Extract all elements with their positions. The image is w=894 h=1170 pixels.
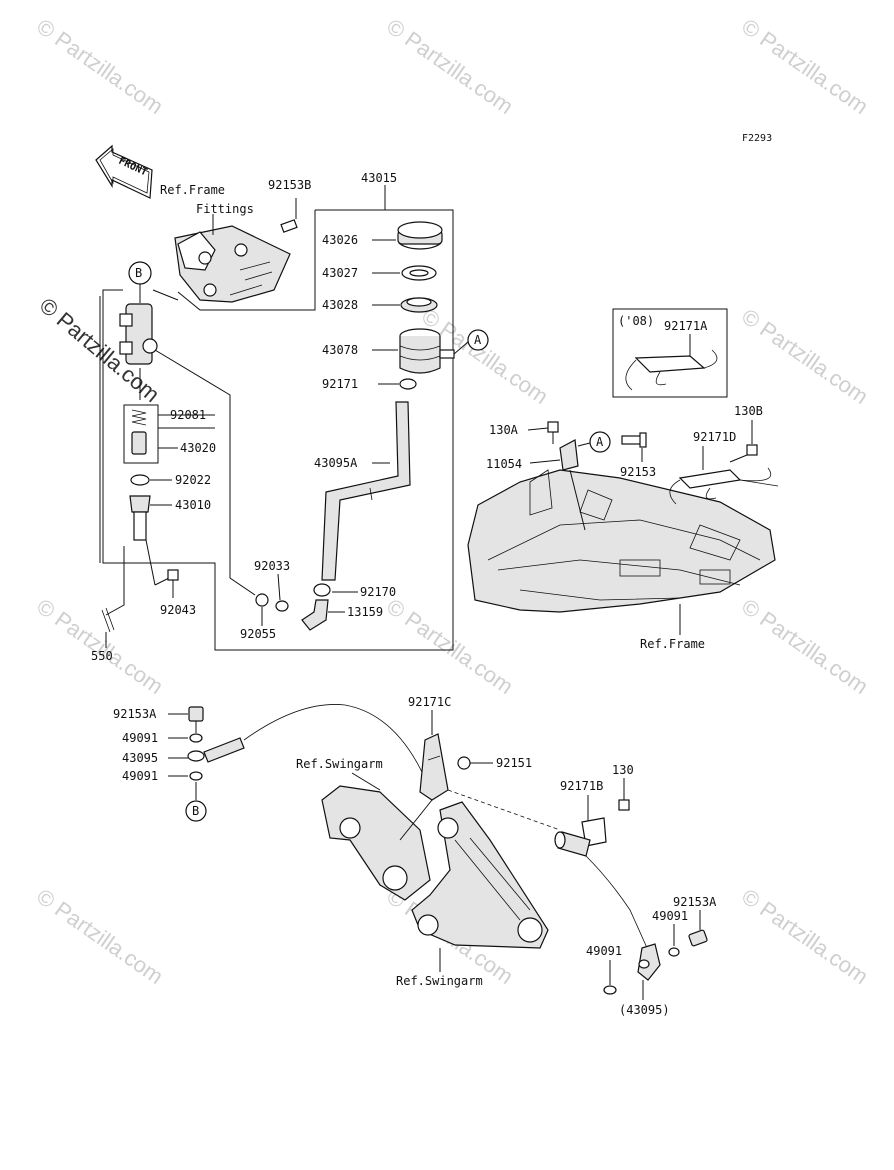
circle-ref-b-2 [185,800,207,822]
label-550: 550 [91,649,113,663]
label-11054: 11054 [486,457,522,471]
label-49091-4: 49091 [586,944,622,958]
watermark: © Partzilla.com [737,14,873,120]
clamp-92171B [554,817,607,857]
label-43078: 43078 [322,343,358,357]
label-92170: 92170 [360,585,396,599]
label-43010: 43010 [175,498,211,512]
bolt-130A [547,421,559,444]
label-43015: 43015 [361,171,397,185]
swingarm-assembly [321,785,549,949]
label-43027: 43027 [322,266,358,280]
hose-43095 [187,737,245,763]
washer-49091-2 [189,771,203,781]
label-92022: 92022 [175,473,211,487]
washer-49091 [189,733,203,743]
oring-92033 [275,600,289,612]
watermark: © Partzilla.com [32,594,168,700]
label-43095: 43095 [122,751,158,765]
label-43028: 43028 [322,298,358,312]
label-92153: 92153 [620,465,656,479]
spring-piston [131,409,147,455]
washer-49091-3 [668,947,680,957]
label-08: ('08) [618,314,654,328]
label-ref-swingarm-2: Ref.Swingarm [396,974,483,988]
bolt-92153 [621,432,647,448]
label-92171C: 92171C [408,695,451,709]
circle-ref-a-label: A [474,333,482,347]
label-92153A-2: 92153A [673,895,717,909]
frame-fitting-bracket [174,225,291,303]
reservoir-cap-43026 [397,221,443,250]
hose-43095A [321,401,411,581]
clamp-92171 [399,378,417,390]
front-arrow-icon: FRONT [95,144,153,199]
watermark: © Partzilla.com [32,884,168,990]
hose-guide-92171C [419,733,449,801]
washer-49091-4 [603,985,617,995]
label-43095A: 43095A [314,456,358,470]
push-rod-43010 [129,495,151,541]
banjo-bolt-92153A [188,706,204,733]
bolt-130B [746,444,758,456]
hose-clamp-92171A [625,349,718,391]
bolt-92153B [280,198,298,233]
watermark: © Partzilla.com [737,304,873,410]
label-49091-1: 49091 [122,731,158,745]
label-92171D: 92171D [693,430,736,444]
master-cylinder [119,303,158,365]
clamp-92170 [313,583,331,597]
frame-assembly [467,469,776,613]
oring-92055 [255,593,269,607]
watermark: © Partzilla.com [737,594,873,700]
label-49091-3: 49091 [652,909,688,923]
cotter-pin-550 [101,607,115,633]
label-92055: 92055 [240,627,276,641]
diaphragm-43028 [400,297,438,313]
label-92153A-1: 92153A [113,707,157,721]
circle-ref-a-2-label: A [596,435,604,449]
label-130B: 130B [734,404,763,418]
circle-ref-b-2-label: B [192,804,199,818]
label-ref-swingarm-1: Ref.Swingarm [296,757,383,771]
label-ref-frame-fittings-2: Fittings [196,202,254,216]
bolt-130 [618,799,630,811]
label-130A: 130A [489,423,519,437]
label-13159: 13159 [347,605,383,619]
circle-ref-a [467,329,489,351]
circle-ref-a-2 [589,431,611,453]
watermark: © Partzilla.com [737,884,873,990]
reservoir-43078 [399,328,455,374]
watermark: © Partzilla.com [382,14,518,120]
label-43095-paren: (43095) [619,1003,670,1017]
label-92171B: 92171B [560,779,603,793]
pin-92043 [167,569,179,598]
label-92043: 92043 [160,603,196,617]
bracket-11054 [559,439,579,471]
label-ref-frame-fittings-1: Ref.Frame [160,183,225,197]
hose-fitting-43095-right [637,943,661,981]
washer-92022 [130,474,150,486]
label-ref-frame: Ref.Frame [640,637,705,651]
label-92081: 92081 [170,408,206,422]
label-92171: 92171 [322,377,358,391]
watermark: © Partzilla.com [32,14,168,120]
label-43020: 43020 [180,441,216,455]
watermark: © Partzilla.com [382,594,518,700]
label-130: 130 [612,763,634,777]
figure-code: F2293 [742,133,772,144]
bolt-92151 [457,756,471,770]
label-92033: 92033 [254,559,290,573]
hose-clamp-92171D [669,467,779,505]
label-49091-2: 49091 [122,769,158,783]
banjo-bolt-92153A-2 [688,929,708,947]
label-92151: 92151 [496,756,532,770]
label-92153B: 92153B [268,178,311,192]
fitting-13159 [301,599,329,631]
circle-ref-b-label: B [135,266,142,280]
label-92171A: 92171A [664,319,708,333]
label-43026: 43026 [322,233,358,247]
